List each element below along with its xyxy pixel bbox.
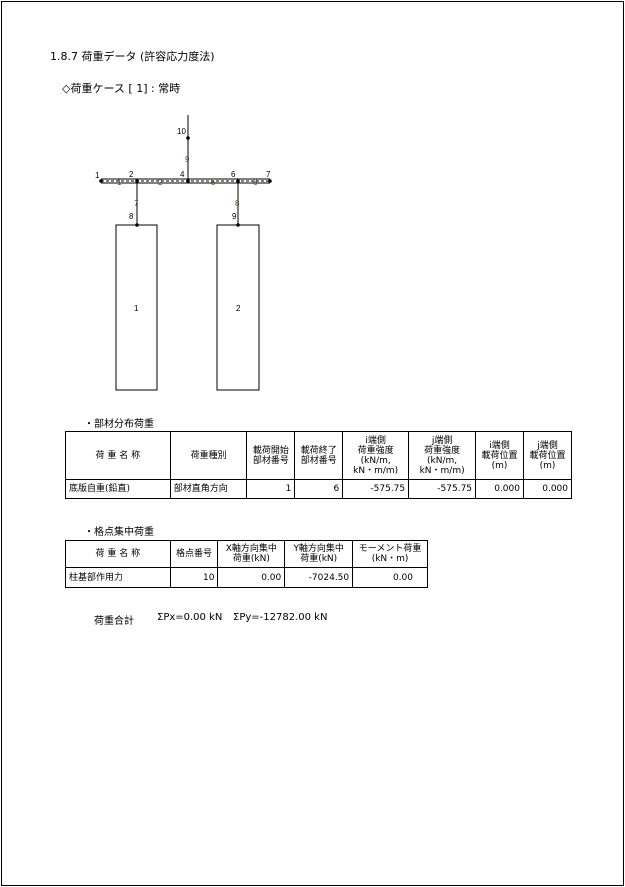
table-row: 底版自重(鉛直) 部材直角方向 1 6 -575.75 -575.75 0.00… bbox=[65, 479, 573, 499]
section-title: 1.8.7 荷重データ (許容応力度法) bbox=[50, 50, 215, 63]
header-cell: 荷 重 名 称 bbox=[65, 431, 171, 480]
case-title: ◇荷重ケース [ 1] : 常時 bbox=[62, 82, 181, 95]
member-label: 8 bbox=[235, 199, 240, 208]
cell: -575.75 bbox=[408, 479, 477, 499]
total-py: ΣPy=-12782.00 kN bbox=[233, 612, 328, 623]
node-label: 4 bbox=[180, 170, 185, 179]
body-label: 1 bbox=[134, 304, 139, 313]
cell: 0.000 bbox=[475, 479, 524, 499]
header-cell: j端側 荷重強度 (kN/m, kN・m/m) bbox=[408, 431, 477, 480]
node-label: 6 bbox=[231, 170, 236, 179]
header-cell: X軸方向集中 荷重(kN) bbox=[217, 540, 286, 568]
member-label: 9 bbox=[185, 155, 190, 164]
nodal-title: ・格点集中荷重 bbox=[84, 527, 154, 538]
nodal-load-table: 荷 重 名 称 格点番号 X軸方向集中 荷重(kN) Y軸方向集中 荷重(kN)… bbox=[65, 540, 428, 588]
cell: 1 bbox=[246, 479, 296, 499]
header-cell: モーメント荷重 (kN・m) bbox=[352, 540, 428, 568]
cell: 0.00 bbox=[217, 567, 286, 588]
header-cell: i端側 荷重強度 (kN/m, kN・m/m) bbox=[342, 431, 410, 480]
node-label: 9 bbox=[232, 212, 237, 221]
member-label: 1 bbox=[117, 178, 122, 187]
header-cell: 荷重種別 bbox=[169, 431, 248, 480]
cell: 0.00 bbox=[352, 567, 428, 588]
member-label: 7 bbox=[134, 199, 139, 208]
node-label: 10 bbox=[177, 127, 186, 136]
header-cell: 載荷終了 部材番号 bbox=[294, 431, 344, 480]
member-label: 5 bbox=[211, 178, 216, 187]
cell: -575.75 bbox=[342, 479, 410, 499]
total-px: ΣPx=0.00 kN bbox=[157, 612, 223, 623]
table-row: 柱基部作用力 10 0.00 -7024.50 0.00 bbox=[65, 567, 428, 588]
member-label: 6 bbox=[253, 178, 258, 187]
cell: 10 bbox=[169, 567, 219, 588]
distributed-load-table: 荷 重 名 称 荷重種別 載荷開始 部材番号 載荷終了 部材番号 i端側 荷重強… bbox=[65, 431, 573, 499]
header-cell: 格点番号 bbox=[169, 540, 219, 568]
header-cell: 載荷開始 部材番号 bbox=[246, 431, 296, 480]
body-label: 2 bbox=[236, 304, 241, 313]
member-label: 2 bbox=[158, 178, 163, 187]
node-label: 7 bbox=[266, 170, 271, 179]
cell: 柱基部作用力 bbox=[65, 567, 171, 588]
cell: 6 bbox=[294, 479, 344, 499]
cell: -7024.50 bbox=[284, 567, 354, 588]
node-label: 1 bbox=[95, 171, 100, 180]
node-label: 2 bbox=[129, 170, 134, 179]
total-label: 荷重合計 bbox=[94, 616, 134, 627]
node-label: 8 bbox=[129, 212, 134, 221]
table-header-row: 荷 重 名 称 格点番号 X軸方向集中 荷重(kN) Y軸方向集中 荷重(kN)… bbox=[65, 540, 428, 568]
header-cell: i端側 載荷位置 (m) bbox=[475, 431, 524, 480]
header-cell: 荷 重 名 称 bbox=[65, 540, 171, 568]
cell: 部材直角方向 bbox=[169, 479, 248, 499]
cell: 底版自重(鉛直) bbox=[65, 479, 171, 499]
distributed-title: ・部材分布荷重 bbox=[84, 419, 154, 430]
header-cell: Y軸方向集中 荷重(kN) bbox=[284, 540, 354, 568]
cell: 0.000 bbox=[522, 479, 573, 499]
table-header-row: 荷 重 名 称 荷重種別 載荷開始 部材番号 載荷終了 部材番号 i端側 荷重強… bbox=[65, 431, 573, 480]
structure-diagram: 1 2 4 6 7 10 8 9 1 2 5 6 9 7 8 1 2 bbox=[95, 115, 272, 391]
header-cell: j端側 載荷位置 (m) bbox=[522, 431, 573, 480]
